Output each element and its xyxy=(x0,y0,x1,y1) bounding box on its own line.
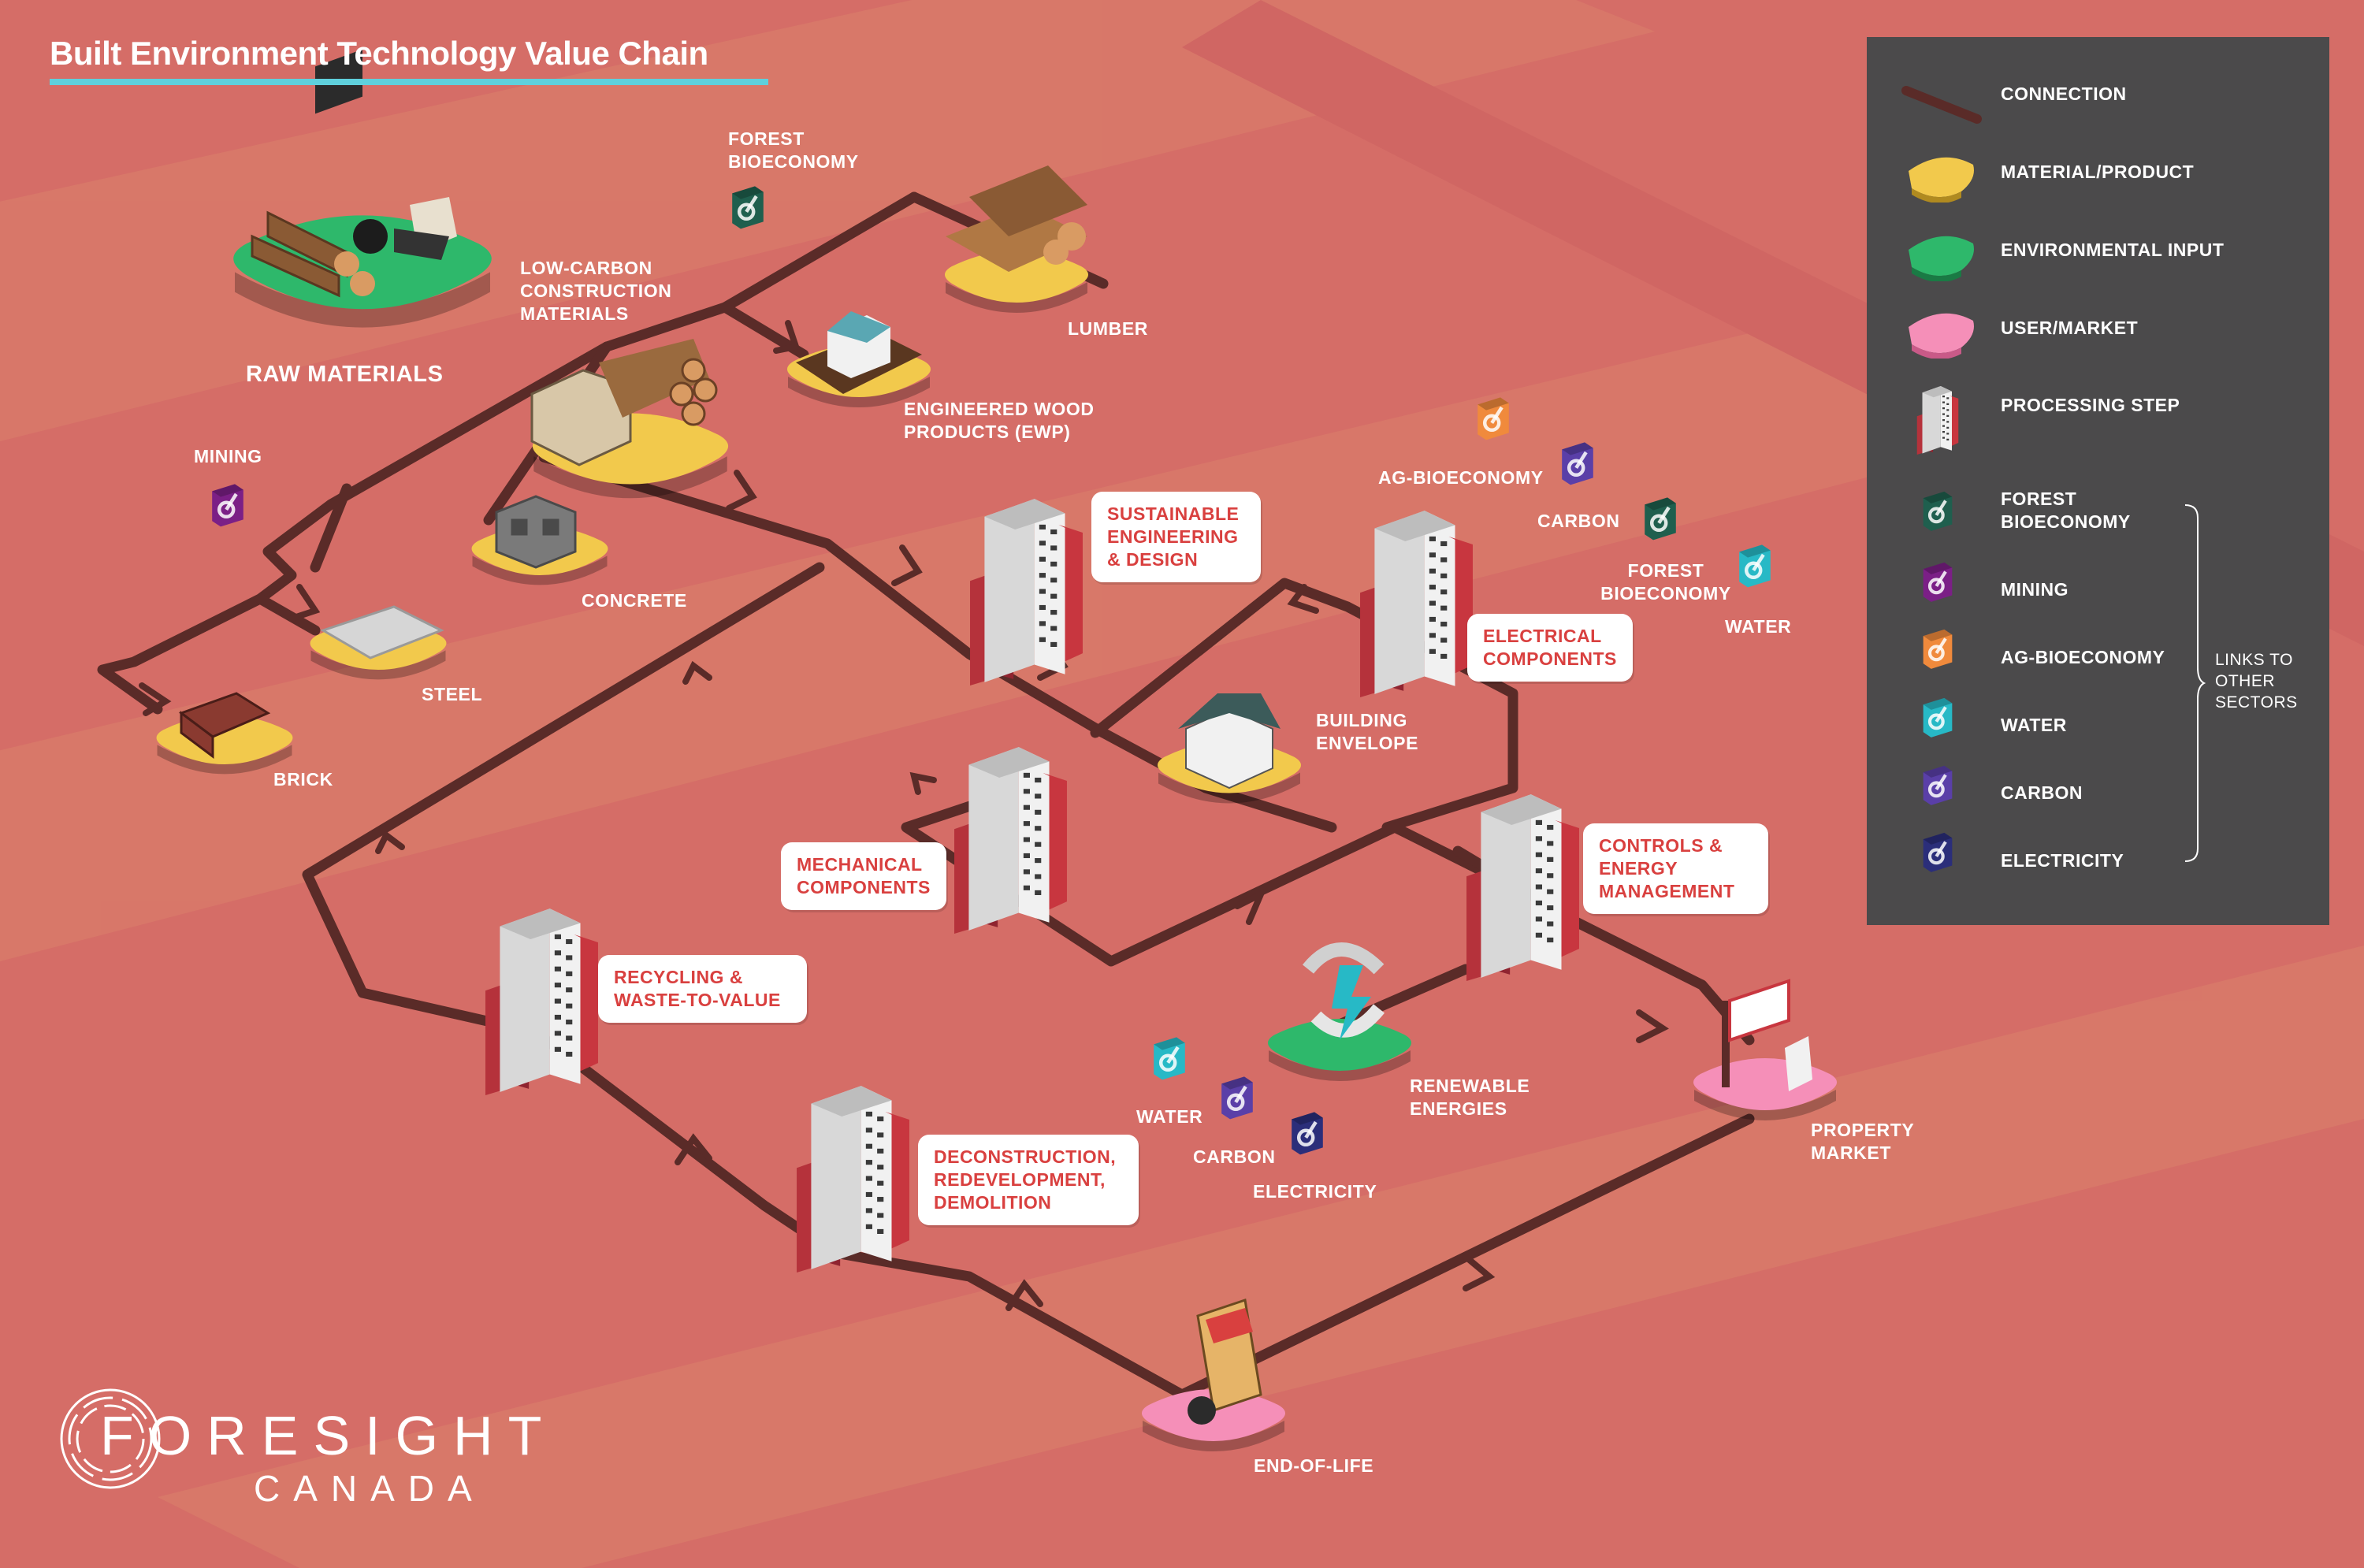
legend-mining: MINING xyxy=(2001,579,2069,600)
label-ewp: ENGINEERED WOOD PRODUCTS (EWP) xyxy=(904,399,1095,442)
legend-links-note: LINKS TO OTHER SECTORS xyxy=(2215,651,2298,712)
label-carbon-bottom: CARBON xyxy=(1193,1146,1276,1167)
page-title: Built Environment Technology Value Chain xyxy=(50,35,708,72)
label-ag-bioeconomy: AG-BIOECONOMY xyxy=(1378,467,1544,488)
label-renewable-energies: RENEWABLE ENERGIES xyxy=(1410,1076,1530,1119)
label-carbon-top: CARBON xyxy=(1537,511,1620,531)
legend-material-product: MATERIAL/PRODUCT xyxy=(2001,162,2195,182)
label-forest-bioeconomy-right: FOREST BIOECONOMY xyxy=(1600,560,1731,604)
label-building-envelope: BUILDING ENVELOPE xyxy=(1316,710,1419,753)
label-raw-materials: RAW MATERIALS xyxy=(246,362,444,387)
label-mining: MINING xyxy=(194,446,262,466)
label-property-market: PROPERTY MARKET xyxy=(1811,1120,1914,1163)
electricity-legend-icon xyxy=(1918,827,1957,876)
brand-sub: CANADA xyxy=(254,1468,485,1509)
connection-legend-icon xyxy=(1901,86,1982,124)
label-forest-bioeconomy-top: FOREST BIOECONOMY xyxy=(728,128,859,172)
mining-legend-icon xyxy=(1918,557,1957,606)
card-electrical-components: ELECTRICAL COMPONENTS xyxy=(1467,614,1633,682)
legend-bracket xyxy=(2184,504,2206,862)
carbon-legend-icon xyxy=(1918,760,1957,809)
label-end-of-life: END-OF-LIFE xyxy=(1254,1455,1374,1476)
label-water-bottom: WATER xyxy=(1136,1106,1203,1127)
label-brick: BRICK xyxy=(273,769,333,790)
legend-environmental-input: ENVIRONMENTAL INPUT xyxy=(2001,240,2225,260)
card-mechanical-components: MECHANICAL COMPONENTS xyxy=(781,842,946,910)
title-underline xyxy=(50,79,768,85)
card-controls-energy: CONTROLS & ENERGY MANAGEMENT xyxy=(1583,823,1768,914)
ag-bioeconomy-legend-icon xyxy=(1918,624,1957,673)
legend-carbon: CARBON xyxy=(2001,782,2083,803)
brand-name: FORESIGHT xyxy=(100,1405,557,1466)
card-recycling: RECYCLING & WASTE-TO-VALUE xyxy=(598,955,807,1023)
label-lumber: LUMBER xyxy=(1068,318,1148,339)
water-legend-icon xyxy=(1918,693,1957,741)
legend-user-market: USER/MARKET xyxy=(2001,318,2139,338)
legend-ag-bioeconomy: AG-BIOECONOMY xyxy=(2001,647,2165,667)
card-deconstruction: DECONSTRUCTION, REDEVELOPMENT, DEMOLITIO… xyxy=(918,1135,1139,1225)
label-low-carbon-materials: LOW-CARBON CONSTRUCTION MATERIALS xyxy=(520,258,672,324)
user-market-legend-icon xyxy=(1909,313,1974,359)
label-electricity-bottom: ELECTRICITY xyxy=(1253,1181,1377,1202)
material-legend-icon xyxy=(1909,157,1974,203)
forest-bioeconomy-legend-icon xyxy=(1918,486,1957,535)
legend-electricity: ELECTRICITY xyxy=(2001,850,2124,871)
legend-forest-bioeconomy: FOREST BIOECONOMY xyxy=(2001,489,2131,532)
legend-panel: CONNECTION MATERIAL/PRODUCT ENVIRONMENTA… xyxy=(1867,37,2329,925)
legend-water: WATER xyxy=(2001,715,2067,735)
legend-connection: CONNECTION xyxy=(2001,84,2127,104)
label-steel: STEEL xyxy=(422,684,483,704)
card-sustainable-engineering: SUSTAINABLE ENGINEERING & DESIGN xyxy=(1091,492,1261,582)
legend-processing-step: PROCESSING STEP xyxy=(2001,395,2180,415)
environmental-legend-icon xyxy=(1909,236,1974,281)
label-water-right: WATER xyxy=(1725,616,1792,637)
label-concrete: CONCRETE xyxy=(582,590,687,611)
processing-step-legend-icon xyxy=(1914,380,1961,459)
